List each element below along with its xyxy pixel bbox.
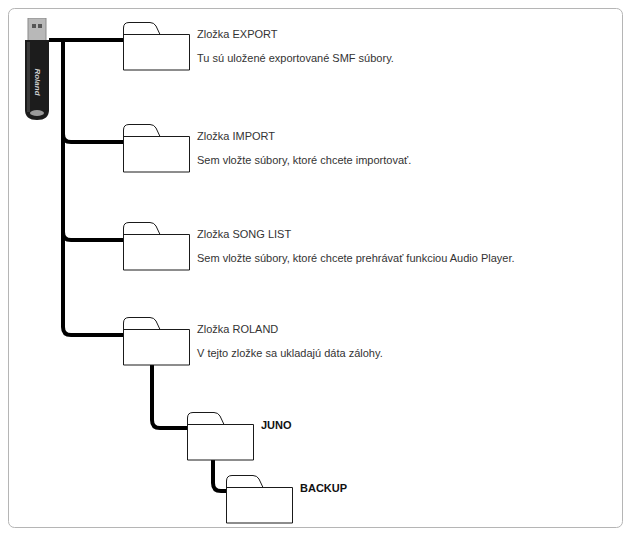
folder-outline (124, 223, 190, 271)
tree-connector (49, 40, 123, 142)
folder-description: Sem vložte súbory, ktoré chcete prehráva… (197, 252, 519, 265)
folder-name: Zložka ROLAND (197, 323, 387, 336)
folder-icon (187, 412, 255, 461)
folder-tab-line (124, 329, 161, 330)
folder-description: V tejto zložke sa ukladajú dáta zálohy. (197, 347, 387, 360)
tree-connector (49, 40, 123, 335)
folder-icon (123, 22, 191, 71)
folder-name: JUNO (261, 419, 296, 432)
folder: Zložka IMPORT Sem vložte súbory, ktoré ch… (123, 124, 416, 172)
folder: Zložka SONG LIST Sem vložte súbory, ktoré… (123, 222, 519, 270)
folder: Zložka ROLAND V tejto zložke sa ukladajú … (123, 317, 387, 365)
folder-name: Zložka EXPORT (197, 28, 398, 41)
folder-icon (123, 124, 191, 173)
folder-tab-line (124, 34, 161, 35)
folder-outline (124, 125, 190, 173)
folder-icon (226, 475, 294, 524)
subfolder: BACKUP (226, 475, 352, 523)
usb-contact (32, 24, 36, 28)
folder-outline (124, 318, 190, 366)
folder-tab-line (227, 487, 264, 488)
folder-tab-line (188, 424, 225, 425)
usb-highlight (27, 42, 30, 112)
brand-logo: Roland (33, 68, 42, 95)
folder-outline (227, 476, 293, 524)
folder-outline (124, 23, 190, 71)
folder-tab-line (124, 234, 161, 235)
usb-cap-ring (30, 110, 44, 116)
folder-tab-line (124, 136, 161, 137)
frame-border (9, 9, 623, 528)
folder-description: Tu sú uložené exportované SMF súbory. (197, 52, 398, 65)
folder-name: BACKUP (300, 482, 352, 495)
folder-description: Sem vložte súbory, ktoré chcete importov… (197, 154, 416, 167)
folder-icon (123, 222, 191, 271)
tree-connector (49, 40, 123, 240)
tree-connector (213, 460, 226, 491)
tree-connector (152, 365, 187, 428)
folder-outline (188, 413, 254, 461)
folder-name: Zložka SONG LIST (197, 228, 519, 241)
usb-stick: Roland (25, 18, 49, 120)
folder: Zložka EXPORT Tu sú uložené exportované S… (123, 22, 398, 70)
subfolder: JUNO (187, 412, 296, 460)
folder-name: Zložka IMPORT (197, 130, 416, 143)
usb-connector (28, 18, 46, 42)
usb-body (25, 40, 49, 120)
folder-icon (123, 317, 191, 366)
usb-contact (38, 24, 42, 28)
